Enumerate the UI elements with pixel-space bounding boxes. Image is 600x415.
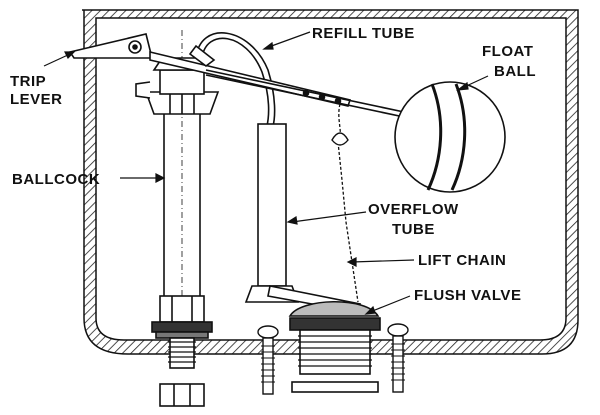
label-ballcock: BALLCOCK xyxy=(12,171,100,188)
labels: REFILL TUBE TRIP LEVER FLOAT BALL BALLCO… xyxy=(10,25,536,304)
leader-lines xyxy=(43,31,489,315)
label-lift-chain: LIFT CHAIN xyxy=(418,252,506,269)
label-trip-lever-line1: TRIP xyxy=(10,73,46,90)
flush-valve xyxy=(288,301,381,393)
label-flush-valve: FLUSH VALVE xyxy=(414,287,521,304)
overflow-tube xyxy=(244,123,362,313)
label-float-ball-line1: FLOAT xyxy=(482,43,533,60)
label-overflow-tube-line1: OVERFLOW xyxy=(368,201,459,218)
label-overflow-tube-line2: TUBE xyxy=(392,221,435,238)
tank-bolts xyxy=(257,323,409,395)
label-refill-tube: REFILL TUBE xyxy=(312,25,415,42)
tank-wall xyxy=(82,9,579,355)
label-float-ball-line2: BALL xyxy=(494,63,536,80)
refill-tube xyxy=(195,32,276,131)
float-assembly xyxy=(205,69,506,193)
label-trip-lever-line2: LEVER xyxy=(10,91,63,108)
